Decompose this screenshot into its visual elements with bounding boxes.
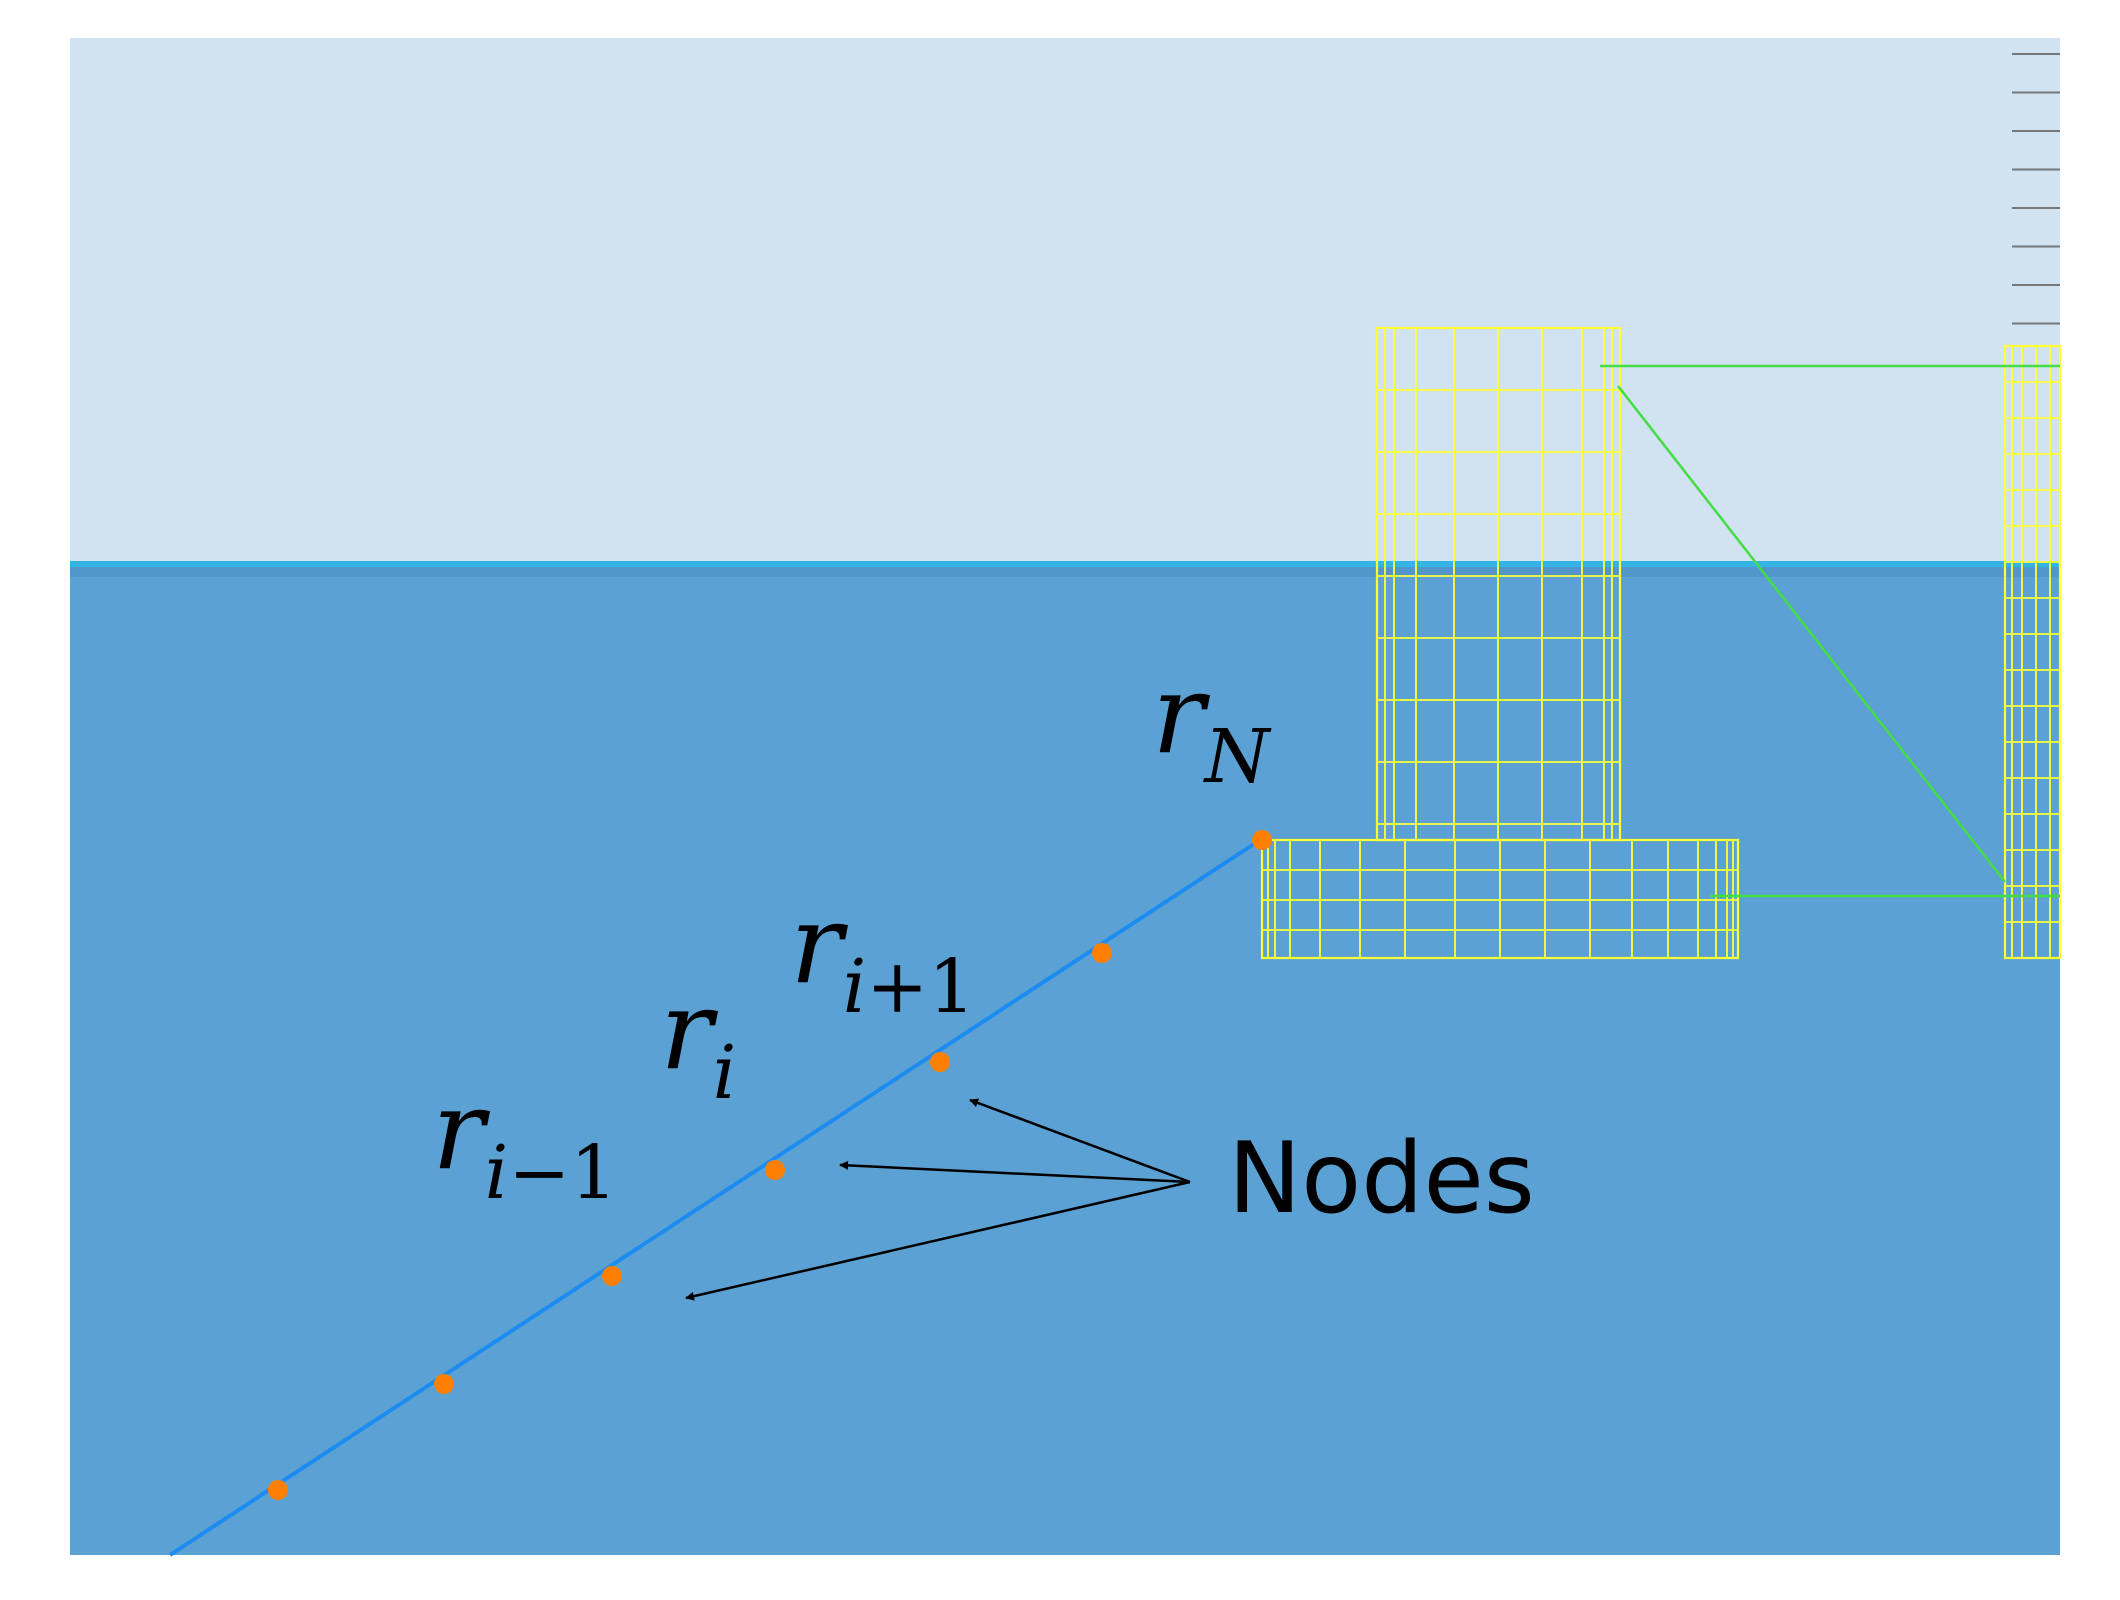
diagonal-brace — [1617, 385, 2006, 883]
label-r-i: ri — [660, 966, 736, 1116]
arrow-to-node-middle — [839, 1160, 1191, 1184]
label-nodes: Nodes — [1228, 1122, 1535, 1236]
mooring-node — [434, 1374, 454, 1394]
right-column-mesh-outline — [2003, 344, 2062, 960]
mooring-node — [930, 1052, 950, 1072]
arrow-to-node-upper — [969, 1098, 1191, 1184]
platform-pontoon-mesh — [1260, 838, 1740, 960]
water-region — [70, 565, 2060, 1555]
platform-right-column-mesh — [2003, 344, 2062, 960]
mooring-node — [268, 1480, 288, 1500]
mooring-node — [1092, 943, 1112, 963]
mooring-node — [765, 1160, 785, 1180]
sky-region — [70, 38, 2060, 565]
platform-column-mesh — [1375, 326, 1622, 842]
depth-scale-ticks — [2012, 53, 2060, 325]
mooring-node — [1252, 830, 1272, 850]
label-r-N: rN — [1152, 650, 1272, 800]
label-r-i-minus-1: ri−1 — [432, 1066, 617, 1216]
node-arrows — [685, 1098, 1191, 1301]
water-surface-line — [70, 561, 2060, 567]
arrow-to-node-lower — [685, 1180, 1191, 1301]
platform-braces — [1600, 364, 2060, 898]
label-r-i-plus-1: ri+1 — [790, 880, 975, 1030]
mooring-nodes — [268, 830, 1272, 1500]
water-surface-shade — [70, 567, 2060, 577]
mooring-line — [168, 838, 1262, 1557]
mooring-node — [602, 1266, 622, 1286]
